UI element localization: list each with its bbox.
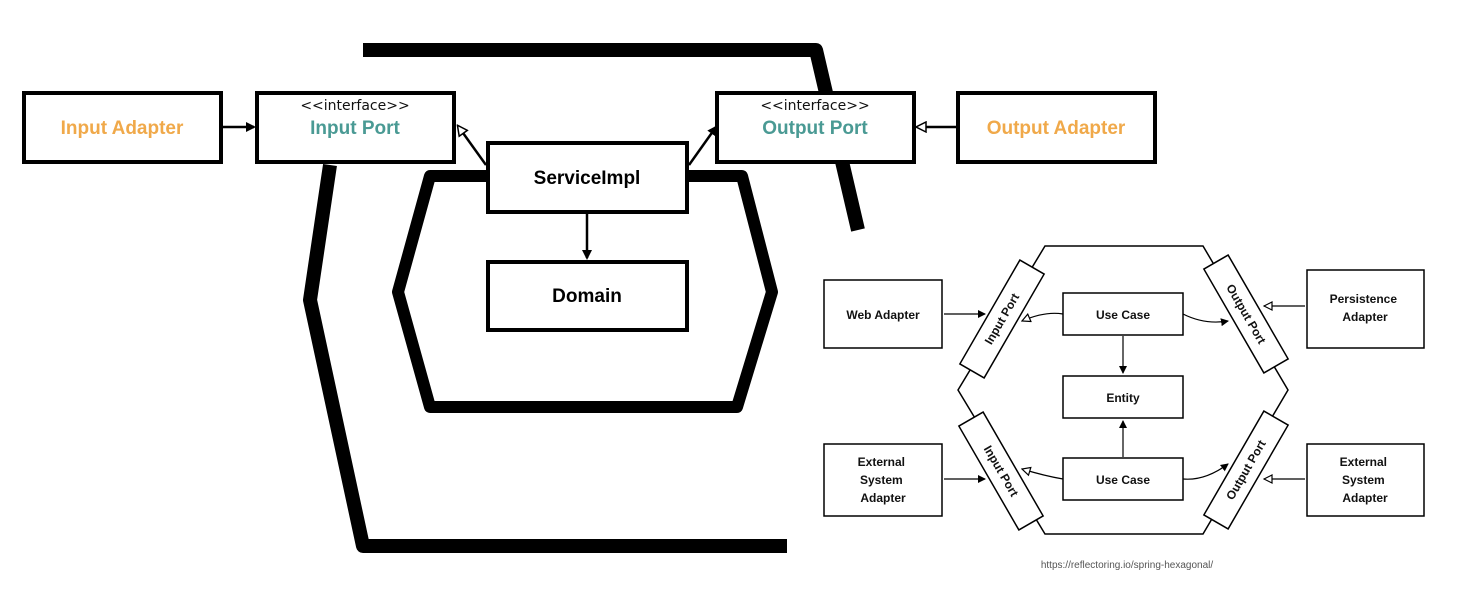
persistence-adapter-line-2: Adapter [1342, 310, 1388, 324]
web-adapter-label: Web Adapter [846, 308, 920, 322]
use-case-top-box: Use Case [1062, 292, 1184, 336]
service-impl-box: ServiceImpl [486, 141, 689, 214]
external-adapter-right-line-1: External [1340, 455, 1387, 469]
output-port-label: Output Port [762, 118, 868, 139]
use-case-bottom-box: Use Case [1062, 457, 1184, 501]
arrow-usecase-top-to-output-port [1182, 313, 1229, 327]
output-port-top-box: Output Port [1202, 254, 1290, 374]
input-adapter-box: Input Adapter [22, 91, 223, 164]
web-adapter-box: Web Adapter [823, 279, 943, 349]
domain-box: Domain [486, 260, 689, 332]
persistence-adapter-box: Persistence Adapter [1306, 269, 1425, 349]
external-adapter-left-line-1: External [858, 455, 905, 469]
output-adapter-box: Output Adapter [956, 91, 1157, 164]
external-adapter-right-line-2: System [1342, 473, 1385, 487]
use-case-bottom-label: Use Case [1096, 473, 1150, 487]
external-adapter-left-line-2: System [860, 473, 903, 487]
output-port-box: <<interface>> Output Port [715, 91, 916, 164]
entity-box: Entity [1062, 375, 1184, 419]
arrow-usecase-top-to-input-port [1022, 312, 1064, 321]
input-port-stereotype: <<interface>> [300, 98, 409, 114]
left-diagram: Input Adapter <<interface>> Input Port <… [22, 43, 1157, 553]
persistence-adapter-line-1: Persistence [1330, 292, 1398, 306]
external-adapter-right-line-3: Adapter [1342, 491, 1388, 505]
domain-label: Domain [552, 286, 622, 307]
external-adapter-right-box: External System Adapter [1306, 443, 1425, 517]
entity-label: Entity [1106, 391, 1140, 405]
arrow-service-to-output-port [687, 125, 718, 166]
arrow-usecase-bottom-to-input-port [1022, 469, 1064, 480]
output-adapter-label: Output Adapter [987, 118, 1126, 139]
external-adapter-left-box: External System Adapter [823, 443, 943, 517]
external-adapter-right-label: External System Adapter [1340, 455, 1391, 505]
input-adapter-label: Input Adapter [61, 118, 184, 139]
outer-hexagon [303, 43, 865, 553]
input-port-box: <<interface>> Input Port [255, 91, 456, 164]
arrow-usecase-bottom-to-output-port [1182, 463, 1229, 480]
output-port-stereotype: <<interface>> [760, 98, 869, 114]
right-diagram: Web Adapter Persistence Adapter External… [823, 245, 1425, 571]
arrow-service-to-input-port [458, 126, 488, 166]
external-adapter-left-label: External System Adapter [858, 455, 909, 505]
persistence-adapter-label: Persistence Adapter [1330, 292, 1401, 324]
input-port-label: Input Port [310, 118, 400, 139]
source-url: https://reflectoring.io/spring-hexagonal… [1041, 560, 1214, 571]
external-adapter-left-line-3: Adapter [860, 491, 906, 505]
service-impl-label: ServiceImpl [534, 168, 641, 189]
use-case-top-label: Use Case [1096, 308, 1150, 322]
inner-hexagon [392, 170, 778, 413]
